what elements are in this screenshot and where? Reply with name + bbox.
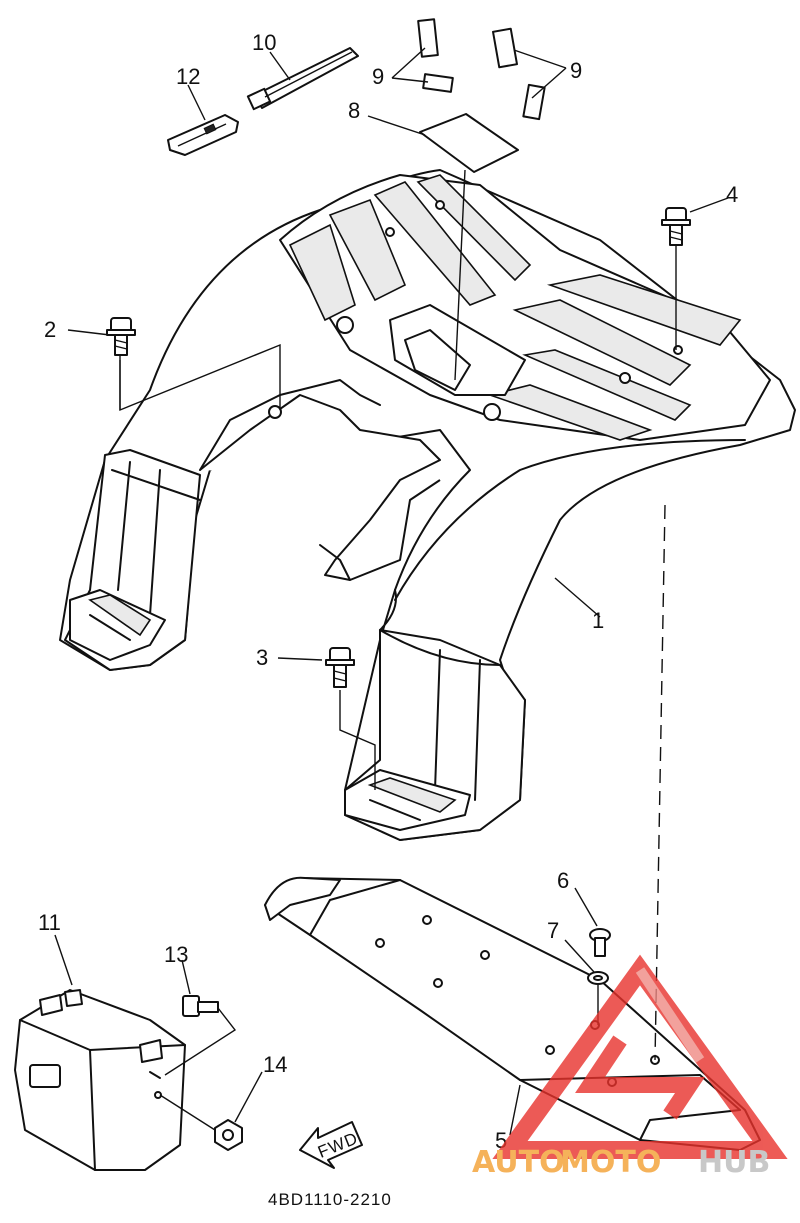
callout-1: 1	[592, 608, 604, 633]
callout-14: 14	[263, 1052, 287, 1077]
watermark-text: AUTO MOTO HUB	[472, 1145, 770, 1180]
callout-13: 13	[164, 942, 188, 967]
fwd-arrow: FWD	[299, 1121, 363, 1169]
callout-11: 11	[38, 910, 61, 935]
part-13-bolt[interactable]	[182, 995, 219, 1017]
part-5-plate[interactable]	[264, 876, 761, 1151]
callout-6: 6	[557, 868, 569, 893]
part-2-bolt[interactable]	[106, 317, 136, 356]
part-1-rear-carrier[interactable]	[59, 169, 796, 841]
watermark-word-1: AUTO	[472, 1145, 565, 1180]
leader-lines	[54, 47, 729, 1136]
part-3-bolt[interactable]	[325, 647, 355, 688]
diagram-code: 4BD1110-2210	[268, 1190, 392, 1209]
part-14-nut[interactable]	[214, 1119, 243, 1151]
part-11-box[interactable]	[14, 989, 186, 1171]
part-12-bracket[interactable]	[167, 114, 239, 156]
callout-12: 12	[176, 64, 200, 89]
part-4-bolt[interactable]	[661, 207, 691, 246]
part-8-plate[interactable]	[419, 113, 519, 173]
callout-9-left: 9	[372, 64, 384, 89]
part-6-screw[interactable]	[589, 928, 611, 957]
part-7-washer[interactable]	[587, 971, 609, 985]
callout-4: 4	[726, 182, 738, 207]
watermark-logo	[492, 954, 788, 1159]
part-9-pads[interactable]	[417, 18, 546, 121]
callout-8: 8	[348, 98, 360, 123]
callout-3: 3	[256, 645, 268, 670]
watermark-word-2: MOTO	[560, 1145, 661, 1180]
callout-7: 7	[547, 918, 559, 943]
callout-9-right: 9	[570, 58, 582, 83]
callout-2: 2	[44, 317, 56, 342]
part-10-strap[interactable]	[246, 47, 359, 111]
watermark-word-3: HUB	[698, 1145, 770, 1180]
callout-10: 10	[252, 30, 276, 55]
